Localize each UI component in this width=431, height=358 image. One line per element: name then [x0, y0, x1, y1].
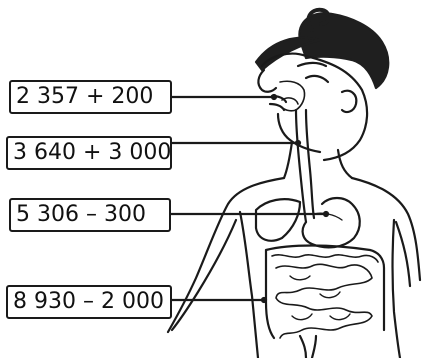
small-intestine	[276, 264, 372, 338]
nose	[258, 70, 276, 92]
eyebrow	[298, 63, 326, 66]
eye	[306, 76, 328, 82]
leader-dot-stomach	[324, 212, 328, 216]
left-torso-side	[240, 212, 258, 358]
chin	[278, 114, 320, 152]
oral-cavity	[280, 81, 305, 111]
right-torso-side	[393, 220, 401, 358]
left-arm-inner	[172, 220, 236, 330]
liver-outline	[256, 199, 300, 241]
stomach-outline	[303, 198, 360, 247]
esophagus-tube-inner	[306, 110, 314, 218]
neck-front	[284, 142, 292, 178]
label-esophagus: 3 640 + 3 000	[6, 136, 172, 170]
right-arm-inner	[396, 222, 410, 286]
ear	[342, 91, 356, 112]
label-mouth: 2 357 + 200	[9, 80, 172, 114]
rectum	[300, 336, 316, 358]
leader-dot-mouth	[272, 95, 276, 99]
leader-dot-esophagus	[296, 141, 300, 145]
transverse-colon-wave	[272, 255, 378, 262]
leader-dot-intestines	[262, 298, 266, 302]
right-shoulder-arm	[352, 178, 420, 280]
label-stomach: 5 306 – 300	[9, 198, 171, 232]
label-intestines: 8 930 – 2 000	[6, 285, 172, 319]
esophagus-tube	[296, 110, 306, 222]
small-intestine-2	[290, 276, 350, 320]
